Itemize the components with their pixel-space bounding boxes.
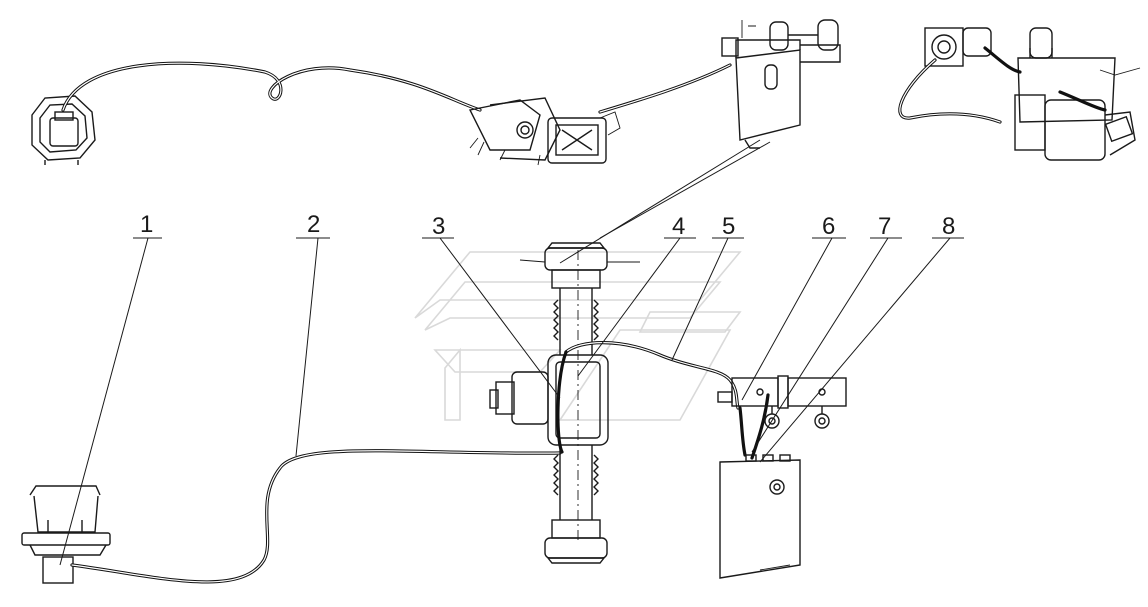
top-right-hose-upper [983, 46, 1022, 74]
callout-3: 3 [432, 213, 445, 240]
brake-valve-block [717, 375, 847, 429]
callout-5: 5 [722, 213, 735, 240]
callout-2: 2 [307, 211, 320, 238]
top-hydraulic-tank [721, 19, 841, 149]
callout-7: 7 [878, 213, 891, 240]
callout-leaders [59, 139, 964, 566]
top-right-hose [898, 58, 1002, 124]
hose-3 [556, 350, 568, 454]
top-hose-right [598, 63, 732, 114]
top-hose-left [61, 61, 482, 112]
drive-axle-assembly [489, 242, 640, 564]
watermark-logo [414, 251, 742, 421]
hose-2 [70, 449, 562, 584]
callout-8: 8 [942, 213, 955, 240]
top-pump-cluster [468, 97, 621, 166]
top-right-side-view [924, 27, 1141, 161]
callout-4: 4 [672, 213, 685, 240]
hydraulic-oil-tank [719, 454, 801, 579]
top-right-hose-return [1058, 90, 1107, 112]
brake-pedal-valve [21, 485, 111, 584]
top-left-pedal-unit [31, 95, 96, 165]
brake-line-lower [738, 406, 747, 457]
callout-6: 6 [822, 213, 835, 240]
hose-6 [750, 393, 770, 460]
callout-1: 1 [140, 211, 153, 238]
callout-numbers: 1 2 3 4 5 6 7 8 [140, 211, 955, 240]
